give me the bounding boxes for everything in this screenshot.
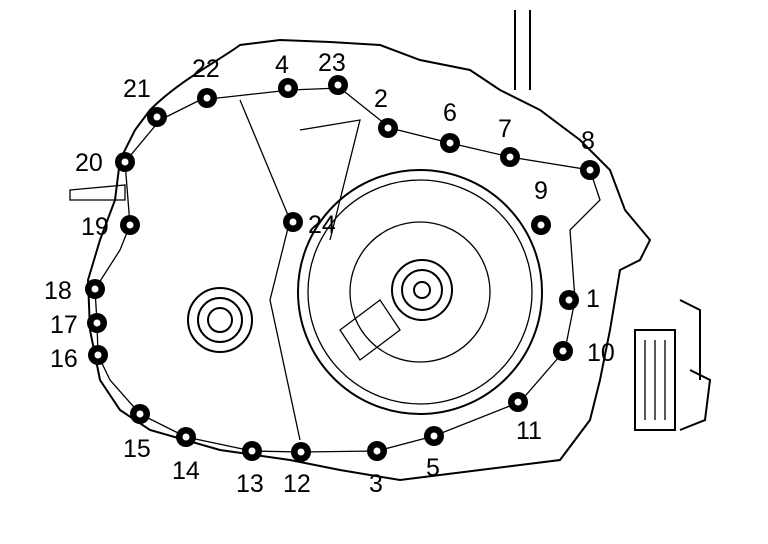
bolt-head-mark [203,94,211,102]
bolt-head-mark [182,433,190,441]
bolt-head-mark [126,221,134,229]
bolt-head-mark [537,221,545,229]
bolt-head-mark [93,319,101,327]
bolt-head-mark [153,113,161,121]
bolt-label-20: 20 [75,149,103,177]
bolt-head-mark [430,432,438,440]
housing-outline [69,10,712,482]
bolt-head-mark [91,285,99,293]
bolt-head-mark [373,447,381,455]
bolt-label-8: 8 [581,127,595,155]
bolt-head-mark [284,84,292,92]
bolt-label-12: 12 [283,470,311,498]
bolts [85,75,600,462]
bolt-label-18: 18 [44,277,72,305]
bolt-label-15: 15 [123,435,151,463]
bolt-label-21: 21 [123,75,151,103]
shaft-seal [187,287,253,353]
torque-converter-housing [297,169,543,415]
bolt-head-mark [559,347,567,355]
bolt-label-6: 6 [443,99,457,127]
bolt-head-mark [289,218,297,226]
bolt-label-22: 22 [192,55,220,83]
bolt-label-1: 1 [586,285,600,313]
bolt-head-mark [446,139,454,147]
bolt-label-19: 19 [81,213,109,241]
bolt-label-23: 23 [318,49,346,77]
bolt-label-9: 9 [534,177,548,205]
bolt-head-mark [565,296,573,304]
bolt-label-16: 16 [50,345,78,373]
bolt-head-mark [586,166,594,174]
bolt-label-11: 11 [516,417,542,445]
bolt-head-mark [506,153,514,161]
bolt-label-13: 13 [236,470,264,498]
bolt-label-10: 10 [587,339,615,367]
bolt-label-3: 3 [369,470,383,498]
bolt-head-mark [136,410,144,418]
bolt-label-4: 4 [275,51,289,79]
bolt-label-17: 17 [50,311,78,339]
bolt-head-mark [248,447,256,455]
bolt-label-7: 7 [498,115,512,143]
bolt-head-mark [121,158,129,166]
bolt-label-14: 14 [172,457,200,485]
bolt-head-mark [384,124,392,132]
bolt-label-5: 5 [426,454,440,482]
bolt-head-mark [297,448,305,456]
bolt-head-mark [94,351,102,359]
bolt-head-mark [334,81,342,89]
bolt-label-24: 24 [308,211,336,239]
bolt-label-2: 2 [374,85,388,113]
bolt-head-mark [514,398,522,406]
